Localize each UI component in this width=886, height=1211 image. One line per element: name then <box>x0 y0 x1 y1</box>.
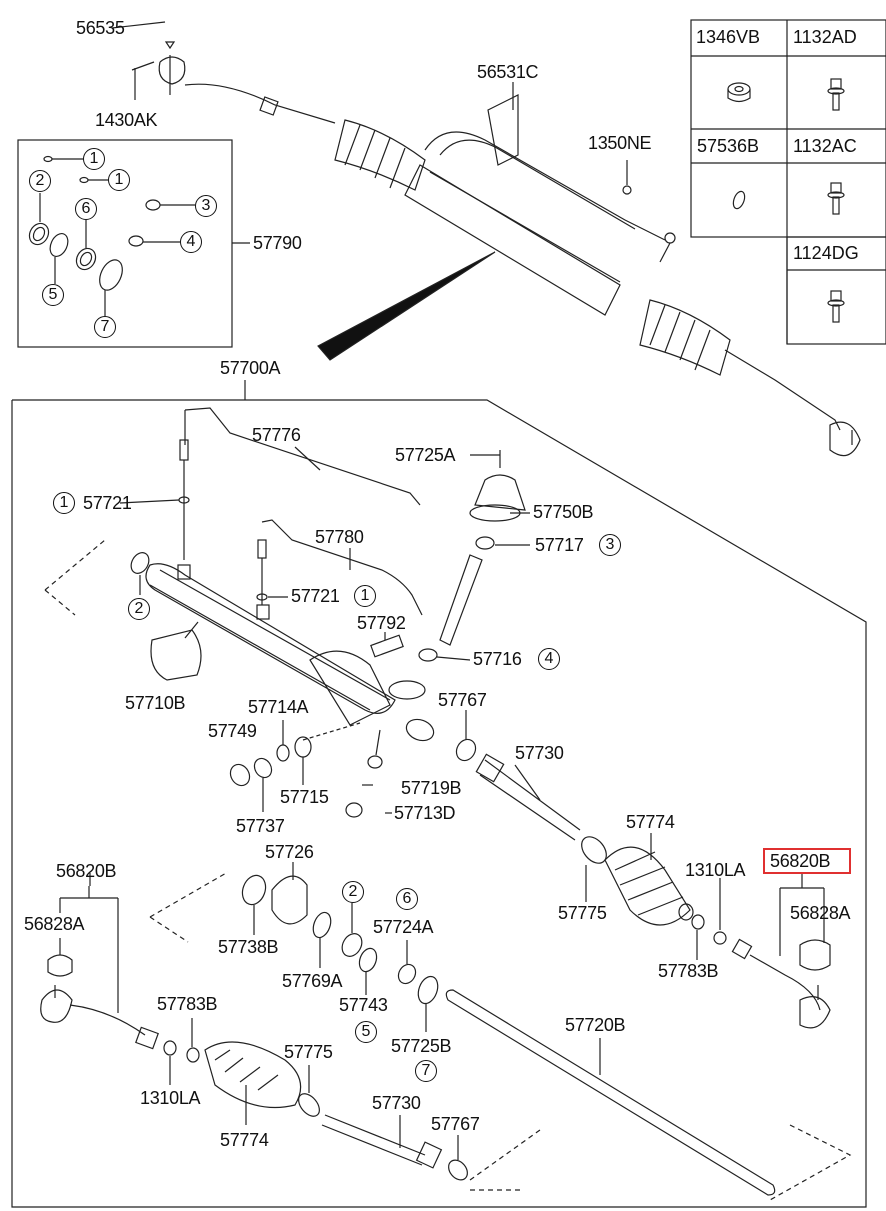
part-label[interactable]: 57767 <box>438 690 487 710</box>
ref-circle: 6 <box>396 888 418 910</box>
part-label[interactable]: 57750B <box>533 502 594 522</box>
top-assembly <box>131 41 861 457</box>
part-label[interactable]: 57783B <box>658 961 719 981</box>
part-label[interactable]: 56828A <box>24 914 85 934</box>
ref-circle: 1 <box>53 492 75 514</box>
ref-circle: 2 <box>128 598 150 620</box>
part-label[interactable]: 57726 <box>265 842 314 862</box>
ref-circle: 7 <box>94 316 116 338</box>
part-label[interactable]: 57725A <box>395 445 456 465</box>
ref-circle: 7 <box>415 1060 437 1082</box>
leader-lines <box>89 21 698 960</box>
ref-circle: 4 <box>538 648 560 670</box>
part-label[interactable]: 57700A <box>220 358 281 378</box>
part-label[interactable]: 57775 <box>558 903 607 923</box>
part-label[interactable]: 57780 <box>315 527 364 547</box>
part-label[interactable]: 57710B <box>125 693 186 713</box>
ref-circle: 3 <box>195 195 217 217</box>
ref-circle: 6 <box>75 198 97 220</box>
exploded-parts <box>40 407 852 1201</box>
exploded-view-frame <box>11 399 867 1208</box>
part-label[interactable]: 57769A <box>282 971 343 991</box>
ref-circle: 5 <box>355 1021 377 1043</box>
legend-table-grid <box>690 19 886 345</box>
part-label[interactable]: 56535 <box>76 18 125 38</box>
part-label[interactable]: 57775 <box>284 1042 333 1062</box>
part-label[interactable]: 1310LA <box>140 1088 201 1108</box>
part-label[interactable]: 57720B <box>565 1015 626 1035</box>
part-label[interactable]: 1430AK <box>95 110 158 130</box>
hex-nut-icon <box>727 82 751 103</box>
part-label[interactable]: 57714A <box>248 697 309 717</box>
part-label[interactable]: 57783B <box>157 994 218 1014</box>
part-label[interactable]: 57743 <box>339 995 388 1015</box>
part-label[interactable]: 57715 <box>280 787 329 807</box>
part-label[interactable]: 57717 <box>535 535 584 555</box>
part-label[interactable]: 57790 <box>253 233 302 253</box>
part-label[interactable]: 57730 <box>515 743 564 763</box>
legend-part-number: 1124DG <box>793 243 859 263</box>
part-label[interactable]: 57774 <box>220 1130 269 1150</box>
flange-bolt-icon <box>827 290 845 323</box>
kit-parts <box>28 155 195 316</box>
part-label[interactable]: 1350NE <box>588 133 652 153</box>
part-label[interactable]: 56820B <box>56 861 117 881</box>
ref-circle: 4 <box>180 231 202 253</box>
ref-circle: 1 <box>108 169 130 191</box>
part-label[interactable]: 56531C <box>477 62 539 82</box>
part-label[interactable]: 57724A <box>373 917 434 937</box>
part-label[interactable]: 1310LA <box>685 860 746 880</box>
part-label[interactable]: 57767 <box>431 1114 480 1134</box>
part-label[interactable]: 57730 <box>372 1093 421 1113</box>
part-label[interactable]: 57774 <box>626 812 675 832</box>
ref-circle: 3 <box>599 534 621 556</box>
ref-circle: 2 <box>342 881 364 903</box>
flange-bolt-icon <box>827 182 845 215</box>
o-ring-icon <box>732 190 746 210</box>
legend-part-number: 1132AC <box>793 136 857 156</box>
part-label[interactable]: 57738B <box>218 937 279 957</box>
part-label[interactable]: 57725B <box>391 1036 452 1056</box>
legend-part-number: 1346VB <box>696 27 761 47</box>
highlighted-part-box <box>763 848 851 874</box>
legend-part-number: 1132AD <box>793 27 857 47</box>
ref-circle: 5 <box>42 284 64 306</box>
part-label[interactable]: 57737 <box>236 816 285 836</box>
part-label[interactable]: 56828A <box>790 903 851 923</box>
part-label[interactable]: 57792 <box>357 613 406 633</box>
part-label[interactable]: 57721 <box>83 493 132 513</box>
flange-bolt-icon <box>827 78 845 111</box>
ref-circle: 1 <box>354 585 376 607</box>
part-label[interactable]: 57776 <box>252 425 301 445</box>
ref-circle: 1 <box>83 148 105 170</box>
ref-circle: 2 <box>29 170 51 192</box>
highlighted-part-label[interactable]: 56820B <box>770 851 831 871</box>
part-label[interactable]: 57721 <box>291 586 340 606</box>
part-label[interactable]: 57749 <box>208 721 257 741</box>
legend-part-number: 57536B <box>697 136 760 156</box>
part-label[interactable]: 57719B <box>401 778 462 798</box>
part-label[interactable]: 57716 <box>473 649 522 669</box>
part-label[interactable]: 57713D <box>394 803 456 823</box>
